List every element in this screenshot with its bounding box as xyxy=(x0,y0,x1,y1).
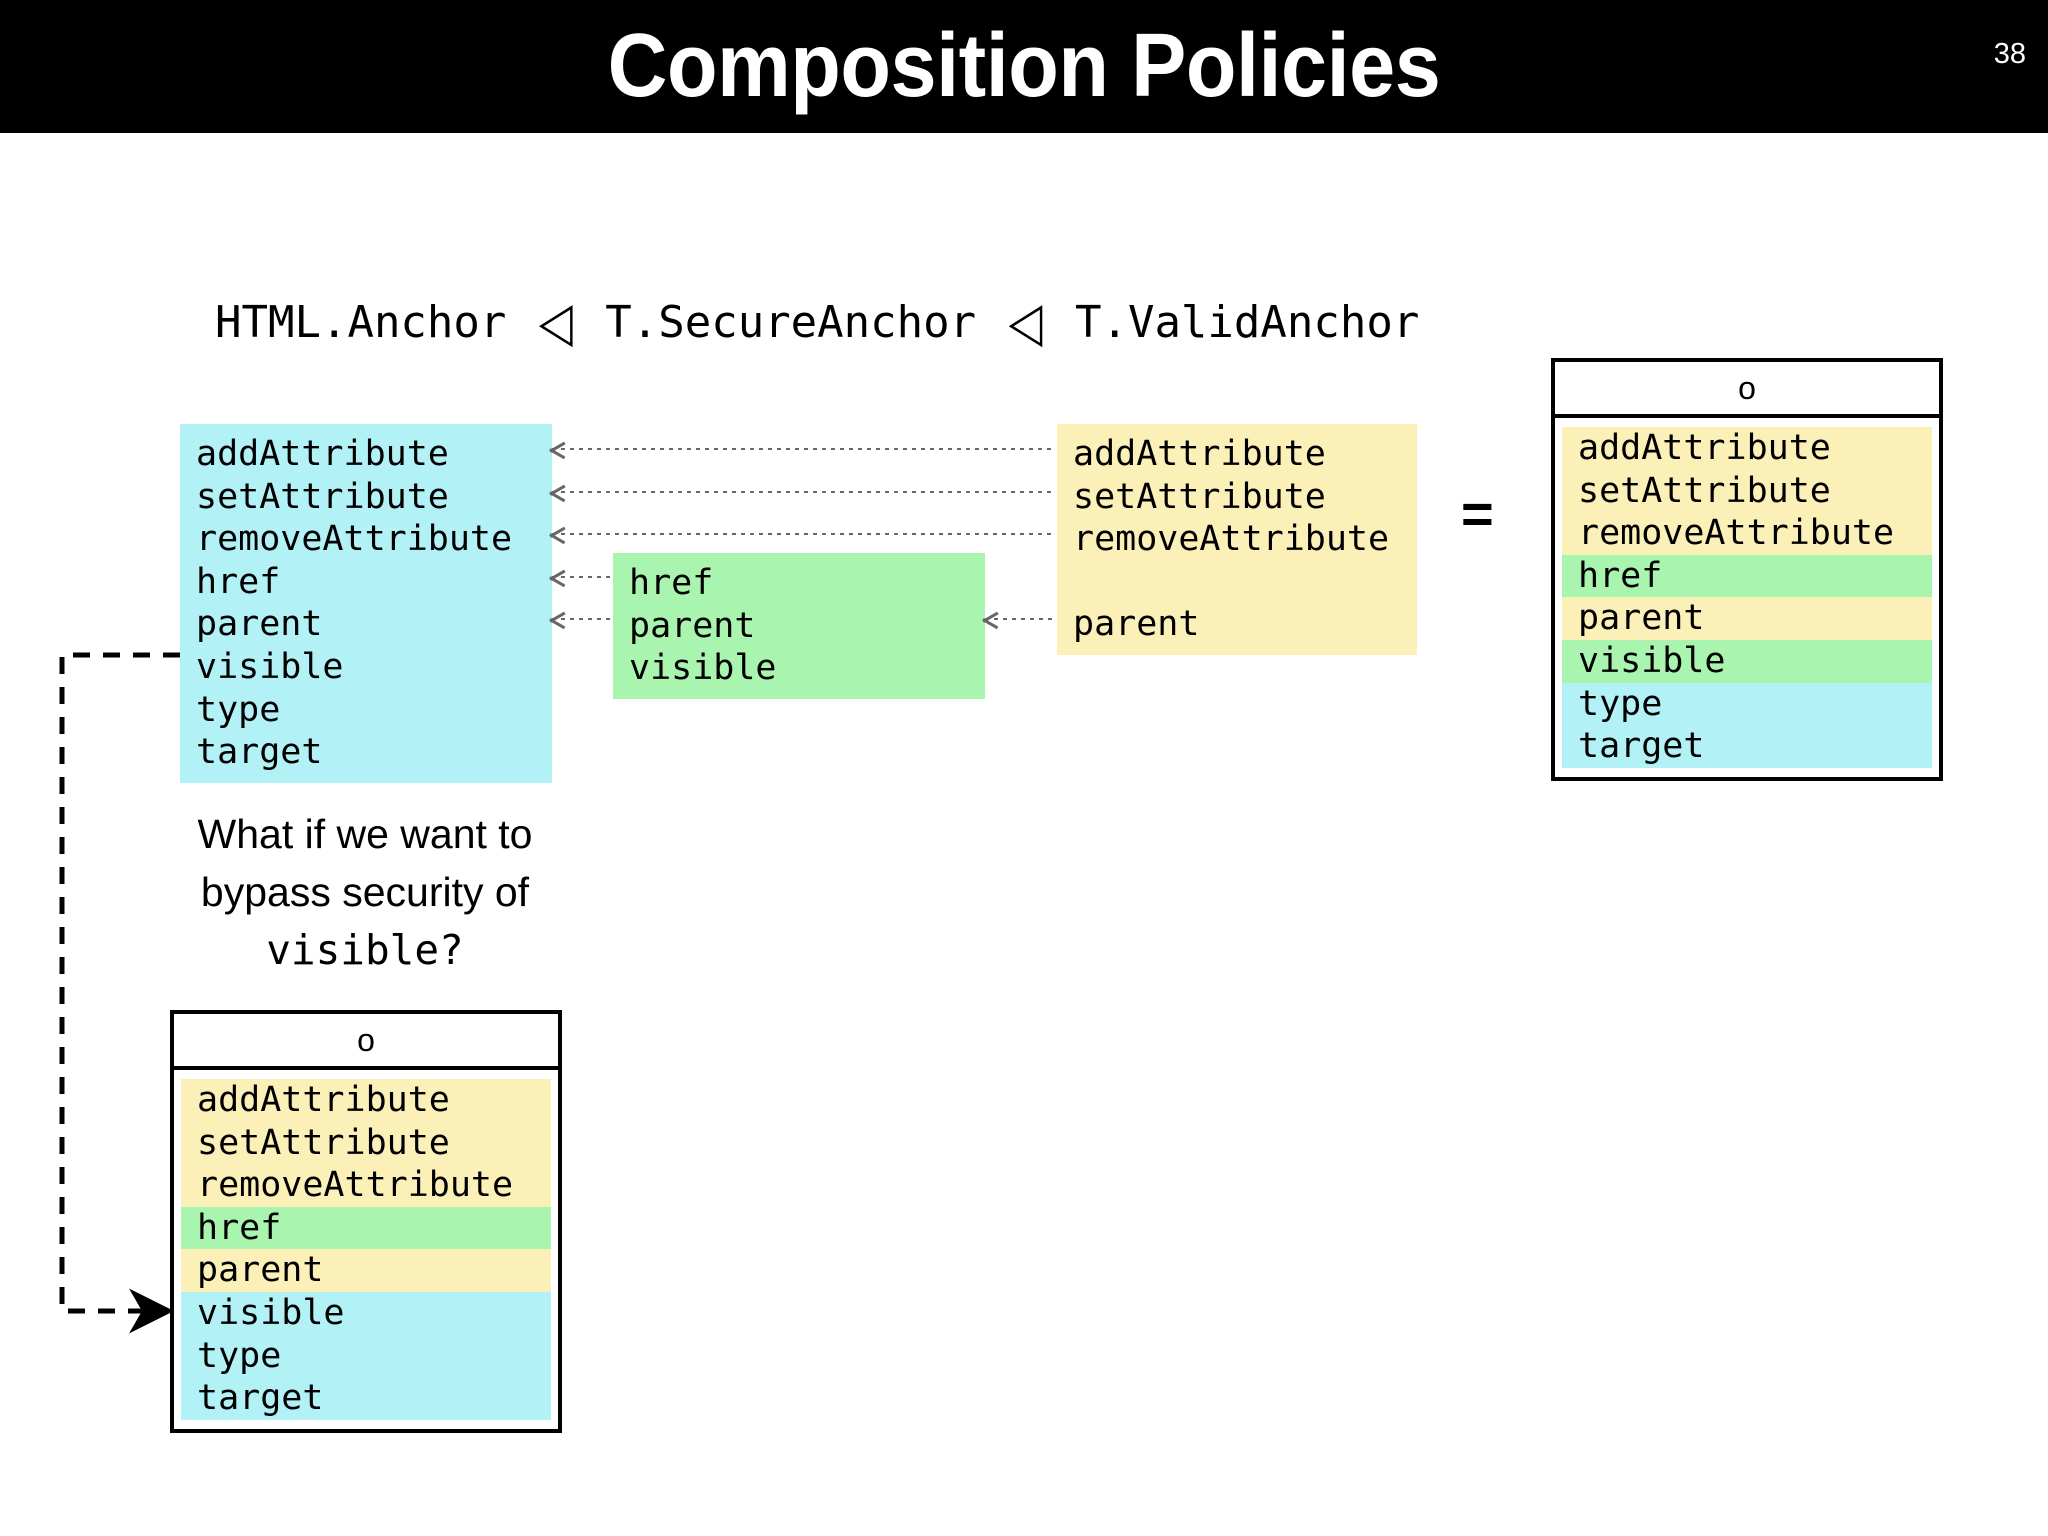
page-title: Composition Policies xyxy=(607,16,1441,116)
table-row: visible xyxy=(1562,639,1932,683)
list-item: href xyxy=(196,561,281,602)
result-table-bottom: o addAttribute setAttribute removeAttrib… xyxy=(170,1010,562,1433)
formula-term-anchor: HTML.Anchor xyxy=(215,297,507,348)
valid-anchor-method-box: addAttribute setAttribute removeAttribut… xyxy=(1057,424,1417,655)
list-item: removeAttribute xyxy=(196,519,513,560)
table-row: parent xyxy=(1562,597,1932,640)
table-row: removeAttribute xyxy=(1562,512,1932,555)
arrow-valid-to-anchor-removeattribute xyxy=(552,533,1054,535)
table-row: removeAttribute xyxy=(181,1164,551,1207)
table-row: href xyxy=(181,1206,551,1250)
list-item: visible xyxy=(196,646,344,687)
title-bar: Composition Policies 38 xyxy=(0,0,2048,133)
result-table-top-body: addAttribute setAttribute removeAttribut… xyxy=(1555,418,1939,777)
arrow-valid-to-secure-parent xyxy=(985,618,1057,620)
table-row: target xyxy=(1562,725,1932,768)
question-line-1: What if we want to xyxy=(197,811,533,857)
equals-sign: = xyxy=(1461,482,1494,545)
table-row: href xyxy=(1562,554,1932,598)
result-table-top-header: o xyxy=(1555,362,1939,418)
list-item: parent xyxy=(1073,604,1200,645)
arrow-valid-to-anchor-addattribute xyxy=(552,448,1054,450)
formula-term-secure: T.SecureAnchor xyxy=(605,297,977,348)
arrow-secure-to-anchor-parent xyxy=(552,618,613,620)
list-item: addAttribute xyxy=(196,434,449,474)
list-item: setAttribute xyxy=(1073,476,1326,517)
left-triangle-icon-2: ◁ xyxy=(1008,290,1043,355)
question-line-3: visible? xyxy=(266,926,464,974)
result-table-top: o addAttribute setAttribute removeAttrib… xyxy=(1551,358,1943,781)
arrow-valid-to-anchor-setattribute xyxy=(552,491,1054,493)
table-row: type xyxy=(181,1334,551,1378)
list-item: visible xyxy=(629,648,777,689)
list-item: parent xyxy=(196,604,323,645)
arrow-secure-to-anchor-href xyxy=(552,576,613,578)
left-triangle-icon: ◁ xyxy=(538,290,573,355)
table-row: target xyxy=(181,1377,551,1420)
table-row: setAttribute xyxy=(181,1121,551,1165)
secure-anchor-method-box: href parent visible xyxy=(613,553,985,699)
table-row: visible xyxy=(181,1291,551,1335)
result-table-bottom-body: addAttribute setAttribute removeAttribut… xyxy=(174,1070,558,1429)
list-item: removeAttribute xyxy=(1073,519,1390,560)
anchor-method-box: addAttribute setAttribute removeAttribut… xyxy=(180,424,552,783)
list-item: addAttribute xyxy=(1073,434,1326,474)
question-line-2: bypass security of xyxy=(200,869,530,915)
table-row: type xyxy=(1562,682,1932,726)
page-number: 38 xyxy=(1993,38,2026,70)
question-text: What if we want to bypass security of vi… xyxy=(155,805,575,979)
composition-formula: HTML.Anchor ◁ T.SecureAnchor ◁ T.ValidAn… xyxy=(215,291,1420,355)
list-item: type xyxy=(196,689,281,730)
list-item: parent xyxy=(629,605,756,646)
list-item: href xyxy=(629,563,714,603)
table-row: setAttribute xyxy=(1562,469,1932,513)
list-item: setAttribute xyxy=(196,476,449,517)
result-table-bottom-header: o xyxy=(174,1014,558,1070)
table-row: addAttribute xyxy=(1562,427,1932,470)
list-item: target xyxy=(196,732,323,773)
table-row: addAttribute xyxy=(181,1079,551,1122)
list-item-spacer xyxy=(1057,561,1417,604)
formula-term-valid: T.ValidAnchor xyxy=(1074,297,1420,348)
table-row: parent xyxy=(181,1249,551,1292)
